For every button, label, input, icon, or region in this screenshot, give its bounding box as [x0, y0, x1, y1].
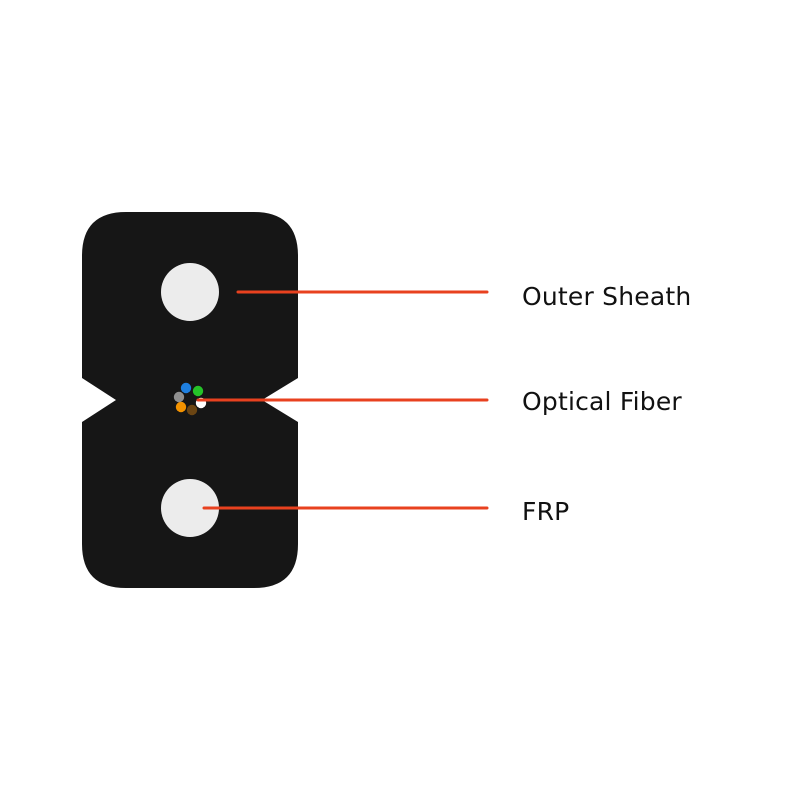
fiber-brown: [186, 404, 198, 416]
fiber-green: [192, 385, 204, 397]
outer-sheath-label: Outer Sheath: [522, 282, 692, 311]
top-strength-member: [161, 263, 219, 321]
optical-fiber-bundle: [173, 382, 207, 416]
frp-strength-member: [161, 479, 219, 537]
fiber-blue: [180, 382, 192, 394]
fiber-orange: [175, 401, 187, 413]
frp-label: FRP: [522, 497, 570, 526]
fiber-gray: [173, 391, 185, 403]
outer-sheath-shape: [82, 212, 298, 588]
optical-fiber-label: Optical Fiber: [522, 387, 682, 416]
